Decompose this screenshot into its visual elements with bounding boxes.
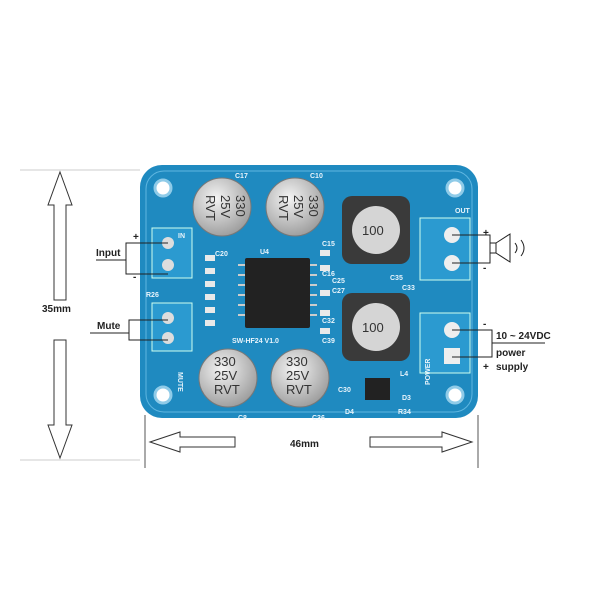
silk-mute: MUTE <box>176 372 183 392</box>
cap-value: 330 <box>286 354 308 369</box>
speaker-annotation <box>452 233 525 264</box>
amplifier-chip: U4 SW-HF24 V1.0 <box>232 249 317 345</box>
inductor-value: 100 <box>362 320 384 335</box>
cap-value: 330 <box>214 354 236 369</box>
ref-c25: C25 <box>332 278 345 285</box>
cap-brand: RVT <box>214 382 240 397</box>
capacitor-bottom-right: 330 25V RVT <box>270 348 330 408</box>
power-connector: POWER <box>419 312 471 385</box>
inductor-bottom: 100 <box>342 293 410 361</box>
ref-c32: C32 <box>322 318 335 325</box>
height-dimension: 35mm <box>20 169 140 461</box>
cap-voltage: 25V <box>214 368 237 383</box>
cap-brand: RVT <box>203 195 218 221</box>
speaker-connector: OUT <box>419 208 471 281</box>
arrow-right-icon <box>369 431 474 453</box>
cap-brand: RVT <box>286 382 312 397</box>
mounting-holes <box>153 178 465 405</box>
ref-c20: C20 <box>215 251 228 258</box>
power-plus: + <box>483 362 489 373</box>
speaker-plus: + <box>483 228 489 239</box>
capacitor-bottom-left: 330 25V RVT <box>198 348 258 408</box>
supply-label: supply <box>496 362 529 373</box>
capacitor-top-right: 330 25V RVT <box>265 177 325 237</box>
cap-value: 330 <box>233 195 248 217</box>
ref-c17: C17 <box>235 173 248 180</box>
ref-c15: C15 <box>322 241 335 248</box>
power-label: power <box>496 348 526 359</box>
ref-c39: C39 <box>322 338 335 345</box>
ref-r34: R34 <box>398 409 411 416</box>
cap-value: 330 <box>306 195 321 217</box>
voltage-label: 10 ~ 24VDC <box>496 331 551 342</box>
arrow-up-icon <box>47 170 73 301</box>
arrow-left-icon <box>148 431 236 453</box>
silk-power: POWER <box>425 359 432 385</box>
width-label: 46mm <box>290 439 319 450</box>
pcb-board: IN MUTE R26 OUT POWER U4 SW-HF24 <box>140 165 478 422</box>
ref-c36: C36 <box>312 415 325 422</box>
mute-connector: MUTE <box>151 302 193 392</box>
ref-c10: C10 <box>310 173 323 180</box>
input-plus: + <box>133 232 139 243</box>
ref-c16: C16 <box>322 271 335 278</box>
ref-l4: L4 <box>400 371 408 378</box>
silk-out: OUT <box>455 208 471 215</box>
chip-label: U4 <box>260 249 269 256</box>
arrow-down-icon <box>47 339 73 460</box>
width-dimension: 46mm <box>144 415 479 468</box>
input-connector: IN <box>151 227 193 279</box>
smd-components <box>205 250 390 400</box>
capacitor-top-left: 330 25V RVT <box>192 177 252 237</box>
inductor-value: 100 <box>362 223 384 238</box>
mute-annotation <box>90 319 168 341</box>
height-label: 35mm <box>42 304 71 315</box>
ref-c33: C33 <box>402 285 415 292</box>
ref-c35: C35 <box>390 275 403 282</box>
power-minus: - <box>483 319 486 330</box>
ref-d3: D3 <box>402 395 411 402</box>
ref-c30: C30 <box>338 387 351 394</box>
speaker-minus: - <box>483 263 486 274</box>
cap-voltage: 25V <box>291 195 306 218</box>
ref-c27: C27 <box>332 288 345 295</box>
board-model: SW-HF24 V1.0 <box>232 338 279 345</box>
ref-r26: R26 <box>146 292 159 299</box>
mute-label: Mute <box>97 321 121 332</box>
inductor-top: 100 <box>342 196 410 264</box>
input-label: Input <box>96 248 121 259</box>
silk-in: IN <box>178 233 185 240</box>
ref-c8: C8 <box>238 415 247 422</box>
input-minus: - <box>133 272 136 283</box>
speaker-icon <box>495 233 511 263</box>
cap-voltage: 25V <box>218 195 233 218</box>
cap-brand: RVT <box>276 195 291 221</box>
cap-voltage: 25V <box>286 368 309 383</box>
input-annotation <box>96 242 168 275</box>
ref-d4: D4 <box>345 409 354 416</box>
power-annotation <box>452 329 545 358</box>
